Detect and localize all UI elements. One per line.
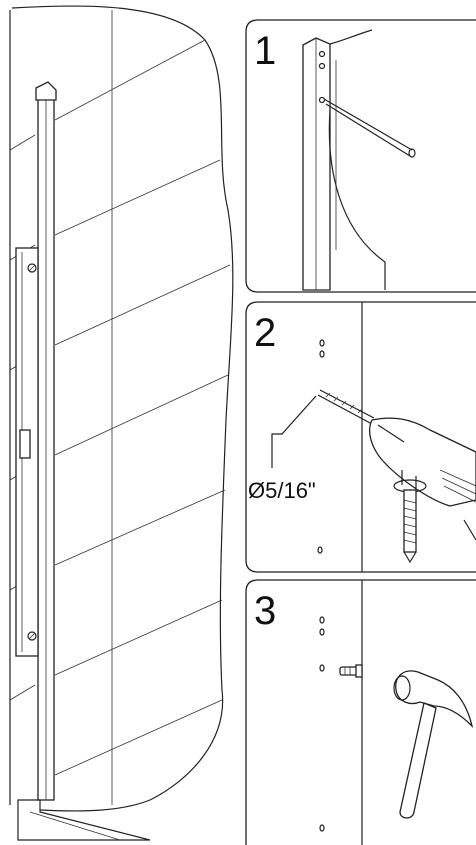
step-1-panel: 1 bbox=[245, 19, 476, 293]
hole-mark bbox=[319, 616, 325, 624]
step-3-number: 3 bbox=[254, 589, 276, 633]
hole-mark bbox=[319, 628, 325, 636]
step-2-number: 2 bbox=[254, 311, 276, 355]
drill-diameter-label: Ø5/16" bbox=[248, 478, 316, 503]
hole-mark bbox=[319, 339, 325, 347]
hole-mark bbox=[317, 546, 323, 554]
step-3-panel: 3 bbox=[245, 579, 476, 845]
wall-tile-overview bbox=[9, 5, 234, 841]
hole-mark bbox=[319, 350, 325, 358]
step-2-panel: 2 Ø5/16" bbox=[245, 301, 476, 573]
hammer-icon bbox=[393, 670, 474, 819]
hole-mark bbox=[319, 824, 325, 832]
step-1-number: 1 bbox=[254, 29, 276, 73]
hole-mark bbox=[319, 664, 325, 672]
wall-plug bbox=[339, 664, 363, 678]
